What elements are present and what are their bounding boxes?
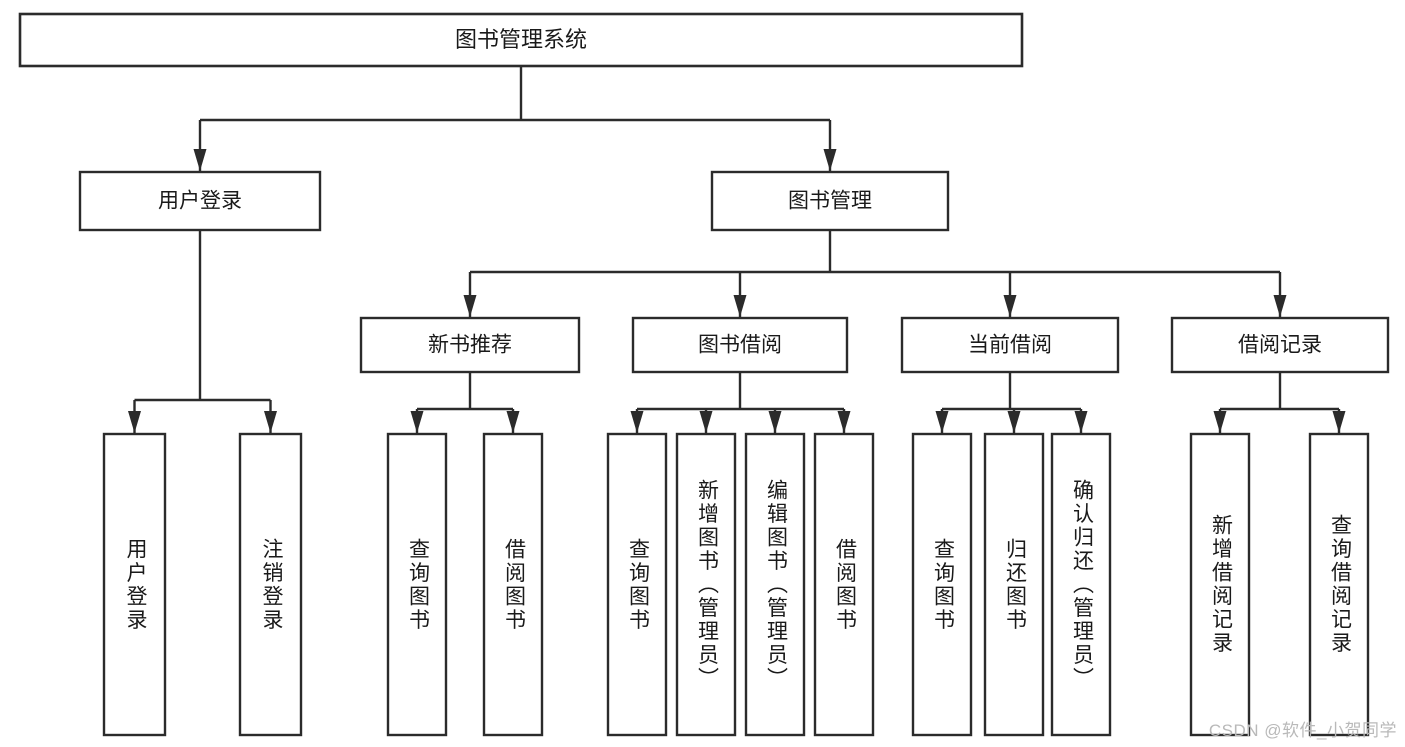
bookmanage-to-level3-arrow-3 [1273,295,1287,317]
node-box-leaf-add-book-admin[interactable] [675,432,737,737]
bookmanage-to-level3-arrow-2 [1003,295,1017,317]
node-leaf-add-book-admin[interactable] [675,432,737,737]
leafbus-book-borrow-arrow-0 [630,411,644,433]
node-box-leaf-return-book[interactable] [983,432,1045,737]
node-box-leaf-query-book-cur[interactable] [911,432,973,737]
node-box-leaf-query-borrow-record[interactable] [1308,432,1370,737]
leafbus-new-book-rec-arrow-0 [410,411,424,433]
node-leaf-user-logout[interactable] [238,432,303,737]
node-box-leaf-query-book-borrow[interactable] [606,432,668,737]
node-leaf-user-login[interactable] [102,432,167,737]
node-label-root: 图书管理系统 [455,27,587,52]
node-book-borrow[interactable]: 图书借阅 [631,316,849,374]
root-to-level2-arrow-0 [193,149,207,171]
node-book-manage[interactable]: 图书管理 [710,170,950,232]
leafbus-current-borrow-arrow-0 [935,411,949,433]
node-leaf-edit-book-admin[interactable] [744,432,806,737]
node-box-leaf-borrow-book[interactable] [813,432,875,737]
node-label-user-login: 用户登录 [158,190,242,213]
leafbus-user-login-arrow-1 [264,411,277,433]
node-leaf-borrow-book-rec[interactable] [482,432,544,737]
node-current-borrow[interactable]: 当前借阅 [900,316,1120,374]
node-box-leaf-user-logout[interactable] [238,432,303,737]
node-leaf-borrow-book[interactable] [813,432,875,737]
leafbus-user-login-arrow-0 [128,411,141,433]
node-leaf-query-book-cur[interactable] [911,432,973,737]
node-label-new-book-rec: 新书推荐 [428,334,512,357]
leafbus-borrow-record-arrow-1 [1332,411,1346,433]
node-borrow-record[interactable]: 借阅记录 [1170,316,1390,374]
node-leaf-confirm-return-admin[interactable] [1050,432,1112,737]
leafbus-book-borrow-arrow-3 [837,411,851,433]
bookmanage-to-level3-arrow-0 [463,295,477,317]
node-label-current-borrow: 当前借阅 [968,334,1052,357]
bookmanage-to-level3-arrow-1 [733,295,747,317]
root-to-level2-arrow-1 [823,149,837,171]
leafbus-book-borrow-arrow-2 [768,411,782,433]
node-leaf-add-borrow-record[interactable] [1189,432,1251,737]
node-box-current-borrow[interactable] [900,316,1120,374]
csdn-watermark: CSDN @软件_小贺同学 [1208,721,1397,740]
leafbus-new-book-rec-arrow-1 [506,411,520,433]
leafbus-current-borrow-arrow-1 [1007,411,1021,433]
node-root[interactable]: 图书管理系统 [18,12,1024,68]
leafbus-book-borrow-arrow-1 [699,411,713,433]
node-box-new-book-rec[interactable] [359,316,581,374]
node-leaf-query-book-rec[interactable] [386,432,448,737]
node-user-login[interactable]: 用户登录 [78,170,322,232]
node-box-leaf-query-book-rec[interactable] [386,432,448,737]
node-leaf-return-book[interactable] [983,432,1045,737]
node-box-leaf-borrow-book-rec[interactable] [482,432,544,737]
node-box-leaf-user-login[interactable] [102,432,167,737]
leafbus-current-borrow-arrow-2 [1074,411,1088,433]
node-box-leaf-confirm-return-admin[interactable] [1050,432,1112,737]
node-label-borrow-record: 借阅记录 [1238,334,1322,357]
node-new-book-rec[interactable]: 新书推荐 [359,316,581,374]
node-box-user-login[interactable] [78,170,322,232]
node-leaf-query-borrow-record[interactable] [1308,432,1370,737]
node-label-book-borrow: 图书借阅 [698,334,782,357]
node-leaf-query-book-borrow[interactable] [606,432,668,737]
node-label-book-manage: 图书管理 [788,190,872,213]
node-box-leaf-add-borrow-record[interactable] [1189,432,1251,737]
leafbus-borrow-record-arrow-0 [1213,411,1227,433]
node-box-leaf-edit-book-admin[interactable] [744,432,806,737]
node-box-root[interactable] [18,12,1024,68]
